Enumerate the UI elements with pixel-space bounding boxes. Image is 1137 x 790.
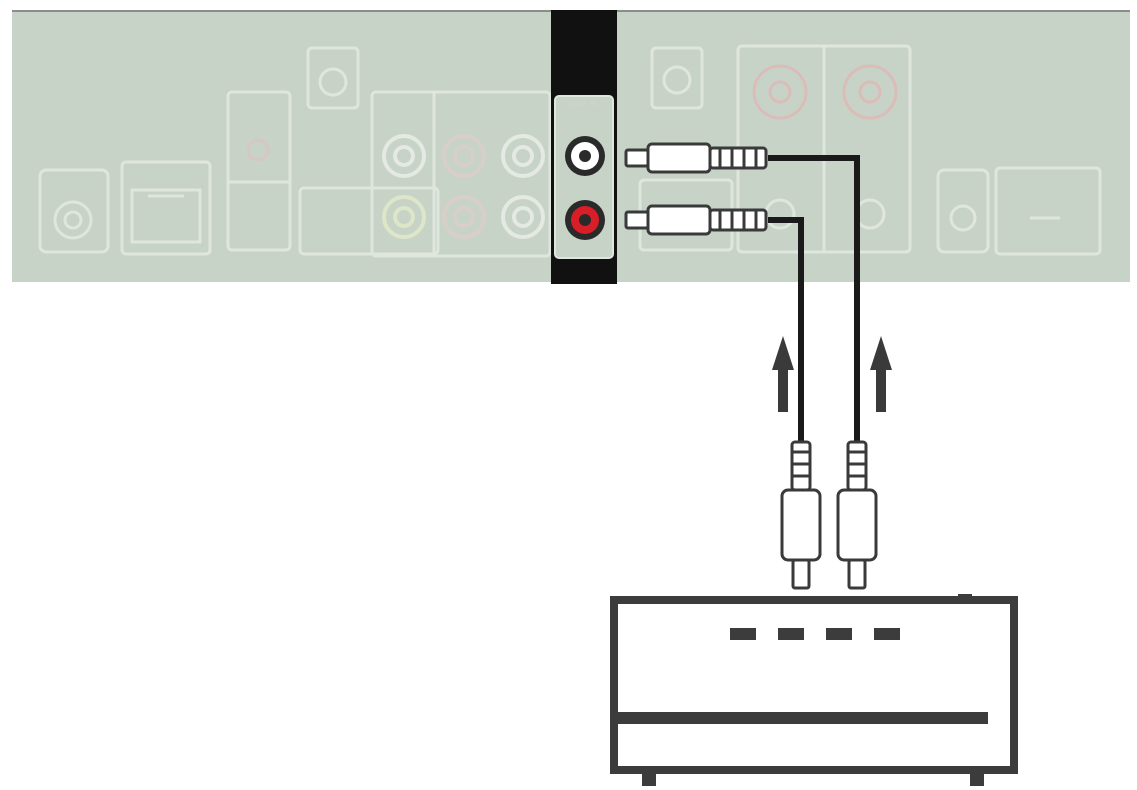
video-jacks-group (382, 134, 545, 239)
fm-antenna-connector (306, 46, 360, 110)
up-arrow-icon (772, 336, 794, 412)
power-connector (936, 166, 1102, 256)
cable-red (768, 217, 804, 445)
device-body (610, 596, 1018, 774)
fm-antenna-connector-right (650, 46, 704, 110)
device-foot-right (970, 770, 984, 786)
rca-jack-icon[interactable] (565, 200, 605, 240)
external-device (610, 594, 1018, 786)
component-bracket (298, 90, 552, 258)
rca-plug-icon (780, 440, 822, 590)
cable-white (768, 155, 860, 445)
rca-plug-icon (624, 204, 768, 236)
line-in-label: LINE IN (570, 100, 597, 108)
device-slot (614, 712, 988, 724)
ethernet-port (120, 160, 212, 256)
rca-plug-icon (624, 142, 768, 174)
coax-connector-left (38, 168, 110, 254)
rca-jack-icon[interactable] (565, 136, 605, 176)
optical-port (226, 90, 292, 252)
line-in-section: LINE IN (551, 10, 617, 284)
audio-cables (768, 155, 860, 445)
device-display-segments (730, 628, 900, 640)
rca-plug-icon (836, 440, 878, 590)
device-foot-left (642, 770, 656, 786)
device-button (958, 594, 972, 600)
up-arrow-icon (870, 336, 892, 412)
